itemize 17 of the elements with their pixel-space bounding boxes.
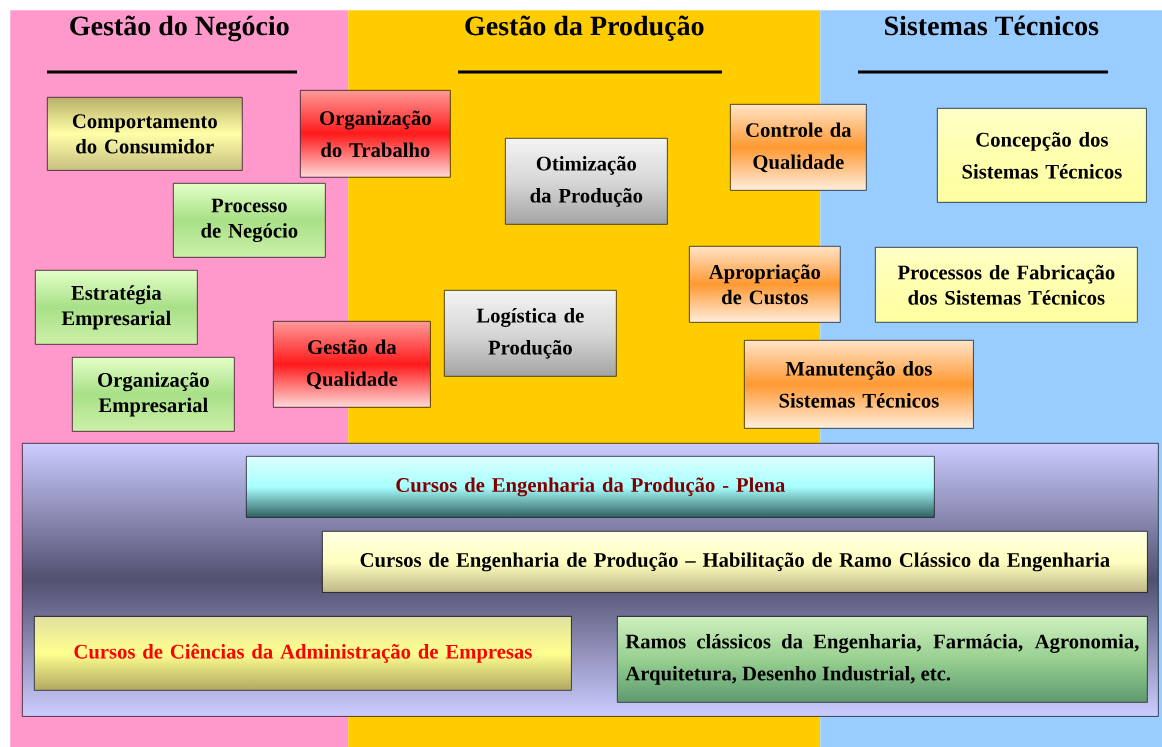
topic-box: Manutenção dos Sistemas Técnicos bbox=[744, 340, 974, 429]
topic-box: Processo de Negócio bbox=[173, 183, 326, 258]
topic-box: Controle da Qualidade bbox=[730, 104, 867, 191]
topic-box: Estratégia Empresarial bbox=[35, 270, 198, 345]
topic-box: Organização do Trabalho bbox=[300, 90, 451, 178]
topic-box: Comportamento do Consumidor bbox=[47, 97, 243, 171]
topic-box: Logística de Produção bbox=[444, 290, 617, 377]
course-bar: Ramos clássicos da Engenharia, Farmácia, Agronomia, Arquitetura, Desenho Industrial, etc. bbox=[617, 616, 1148, 703]
topic-box: Organização Empresarial bbox=[72, 357, 235, 432]
topic-box: Processos de Fabricação dos Sistemas Técnicos bbox=[875, 247, 1138, 323]
course-bar: Cursos de Ciências da Administração de Empresas bbox=[34, 616, 572, 691]
topic-box: Otimização da Produção bbox=[505, 138, 668, 225]
topic-box: Concepção dos Sistemas Técnicos bbox=[937, 108, 1147, 203]
course-bar: Cursos de Engenharia de Produção – Habilitação de Ramo Clássico da Engenharia bbox=[322, 531, 1148, 593]
course-bar: Cursos de Engenharia da Produção - Plena bbox=[246, 456, 935, 518]
topic-box: Gestão da Qualidade bbox=[273, 321, 431, 408]
topic-box: Apropriação de Custos bbox=[689, 246, 841, 323]
